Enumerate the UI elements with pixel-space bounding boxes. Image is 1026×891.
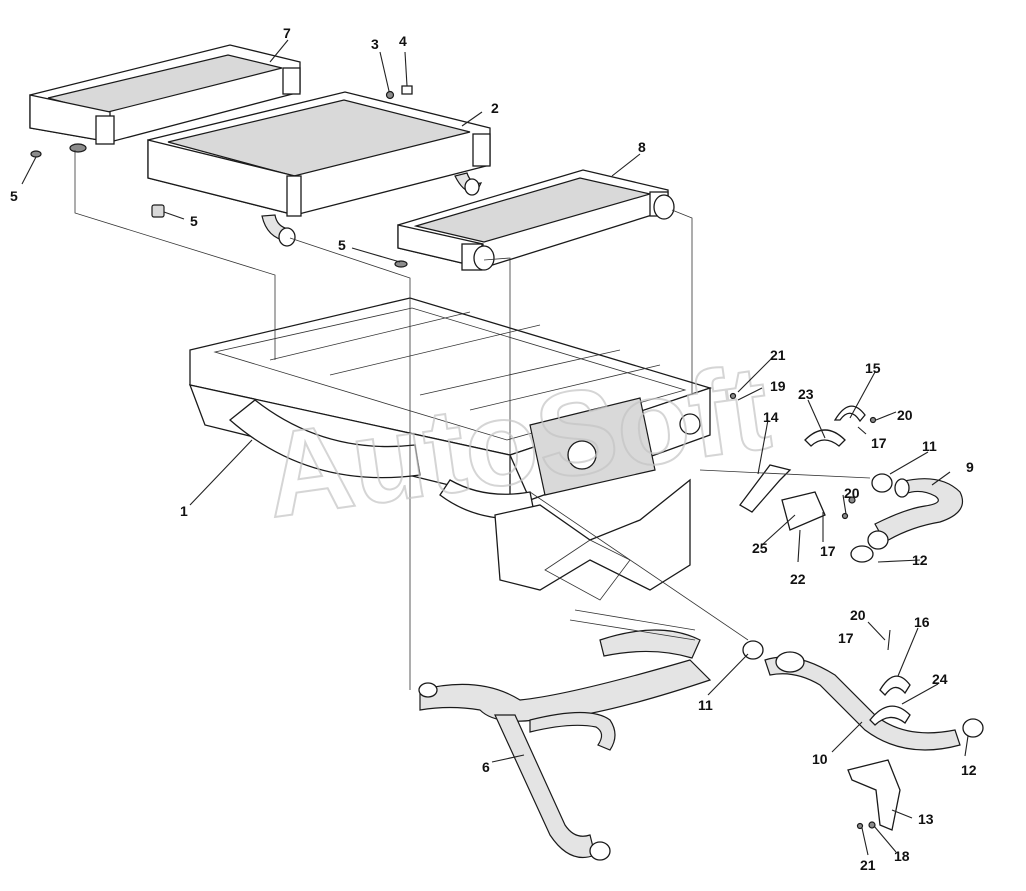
cooler-7: [29, 44, 301, 153]
callout-8: 8: [638, 139, 646, 155]
callout-24: 24: [932, 671, 948, 687]
callout-17: 17: [871, 435, 887, 451]
callout-18: 18: [894, 848, 910, 864]
cooler-2: [147, 91, 491, 247]
callout-12: 12: [912, 552, 928, 568]
callout-14: 14: [763, 409, 779, 425]
callout-17: 17: [838, 630, 854, 646]
frame-assembly-1: [188, 297, 713, 601]
callout-21: 21: [860, 857, 876, 873]
guide-lines: [74, 150, 871, 690]
callout-25: 25: [752, 540, 768, 556]
callout-5: 5: [10, 188, 18, 204]
hose-10: [742, 640, 984, 751]
callout-19: 19: [770, 378, 786, 394]
callout-5: 5: [190, 213, 198, 229]
callout-21: 21: [770, 347, 786, 363]
callout-11: 11: [922, 438, 937, 454]
callout-13: 13: [918, 811, 934, 827]
callout-6: 6: [482, 759, 490, 775]
cooler-8: [397, 169, 675, 271]
callout-7: 7: [283, 25, 291, 41]
callout-10: 10: [812, 751, 828, 767]
callout-1: 1: [180, 503, 188, 519]
callout-5: 5: [338, 237, 346, 253]
callout-22: 22: [790, 571, 806, 587]
callout-20: 20: [897, 407, 913, 423]
callout-11: 11: [698, 697, 713, 713]
callout-labels: 7 2 3 4 5 5 5 8 1 6 11 9 11 12 10 16 24 …: [10, 25, 977, 873]
callout-20: 20: [844, 485, 860, 501]
callout-2: 2: [491, 100, 499, 116]
callout-20: 20: [850, 607, 866, 623]
bracket-14: [729, 392, 877, 531]
fasteners-top: [30, 85, 413, 268]
callout-16: 16: [914, 614, 930, 630]
leader-lines: [21, 39, 969, 856]
hose-9: [850, 473, 964, 563]
bracket-13: [847, 759, 901, 831]
callout-9: 9: [966, 459, 974, 475]
hose-assembly-6: [418, 609, 712, 861]
callout-3: 3: [371, 36, 379, 52]
callout-15: 15: [865, 360, 881, 376]
callout-4: 4: [399, 33, 407, 49]
callout-23: 23: [798, 386, 814, 402]
callout-12: 12: [961, 762, 977, 778]
callout-17: 17: [820, 543, 836, 559]
